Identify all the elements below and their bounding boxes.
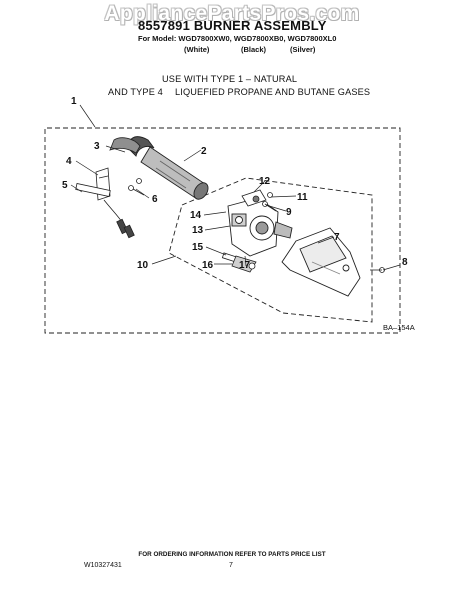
callout-4: 4 xyxy=(66,156,72,167)
callout-14: 14 xyxy=(190,210,202,221)
igniter xyxy=(75,183,135,239)
leader-lines xyxy=(70,104,401,271)
manifold-bracket xyxy=(281,227,361,297)
color-black: (Black) xyxy=(241,45,267,54)
outer-assembly-frame xyxy=(44,127,401,334)
callout-17: 17 xyxy=(239,260,251,271)
burner-tube xyxy=(128,136,209,200)
callout-12: 12 xyxy=(259,176,271,187)
page-title: 8557891 BURNER ASSEMBLY xyxy=(138,18,327,33)
valve-assembly-frame xyxy=(168,177,373,323)
orifice-fittings xyxy=(221,252,257,273)
page-number: 7 xyxy=(229,562,233,569)
callout-7: 7 xyxy=(334,232,340,243)
callout-8: 8 xyxy=(402,257,408,268)
callout-13: 13 xyxy=(192,225,204,236)
callout-11: 11 xyxy=(297,192,308,203)
color-white: (White) xyxy=(184,45,210,54)
callout-1: 1 xyxy=(71,96,77,107)
color-silver: (Silver) xyxy=(290,45,316,54)
callout-15: 15 xyxy=(192,242,204,253)
ordering-note: FOR ORDERING INFORMATION REFER TO PARTS … xyxy=(138,551,326,558)
callout-6: 6 xyxy=(152,194,158,205)
callout-9: 9 xyxy=(286,207,292,218)
callout-5: 5 xyxy=(62,180,68,191)
callout-10: 10 xyxy=(137,260,149,271)
drawing-code: BA–154A xyxy=(383,323,415,332)
usage-line-1: USE WITH TYPE 1 – NATURAL xyxy=(162,74,298,84)
callout-16: 16 xyxy=(202,260,214,271)
watermark: AppliancePartsPros.com xyxy=(104,2,360,25)
doc-number: W10327431 xyxy=(84,562,122,569)
screw-8 xyxy=(370,267,385,273)
callout-2: 2 xyxy=(201,146,207,157)
screws-6 xyxy=(128,178,145,196)
gas-valve xyxy=(227,197,293,257)
usage-line-2-prefix: AND TYPE 4 xyxy=(108,87,163,97)
model-line: For Model: WGD7800XW0, WGD7800XB0, WGD78… xyxy=(138,34,337,43)
callout-3: 3 xyxy=(94,141,100,152)
usage-line-2-rest: LIQUEFIED PROPANE AND BUTANE GASES xyxy=(175,87,371,97)
